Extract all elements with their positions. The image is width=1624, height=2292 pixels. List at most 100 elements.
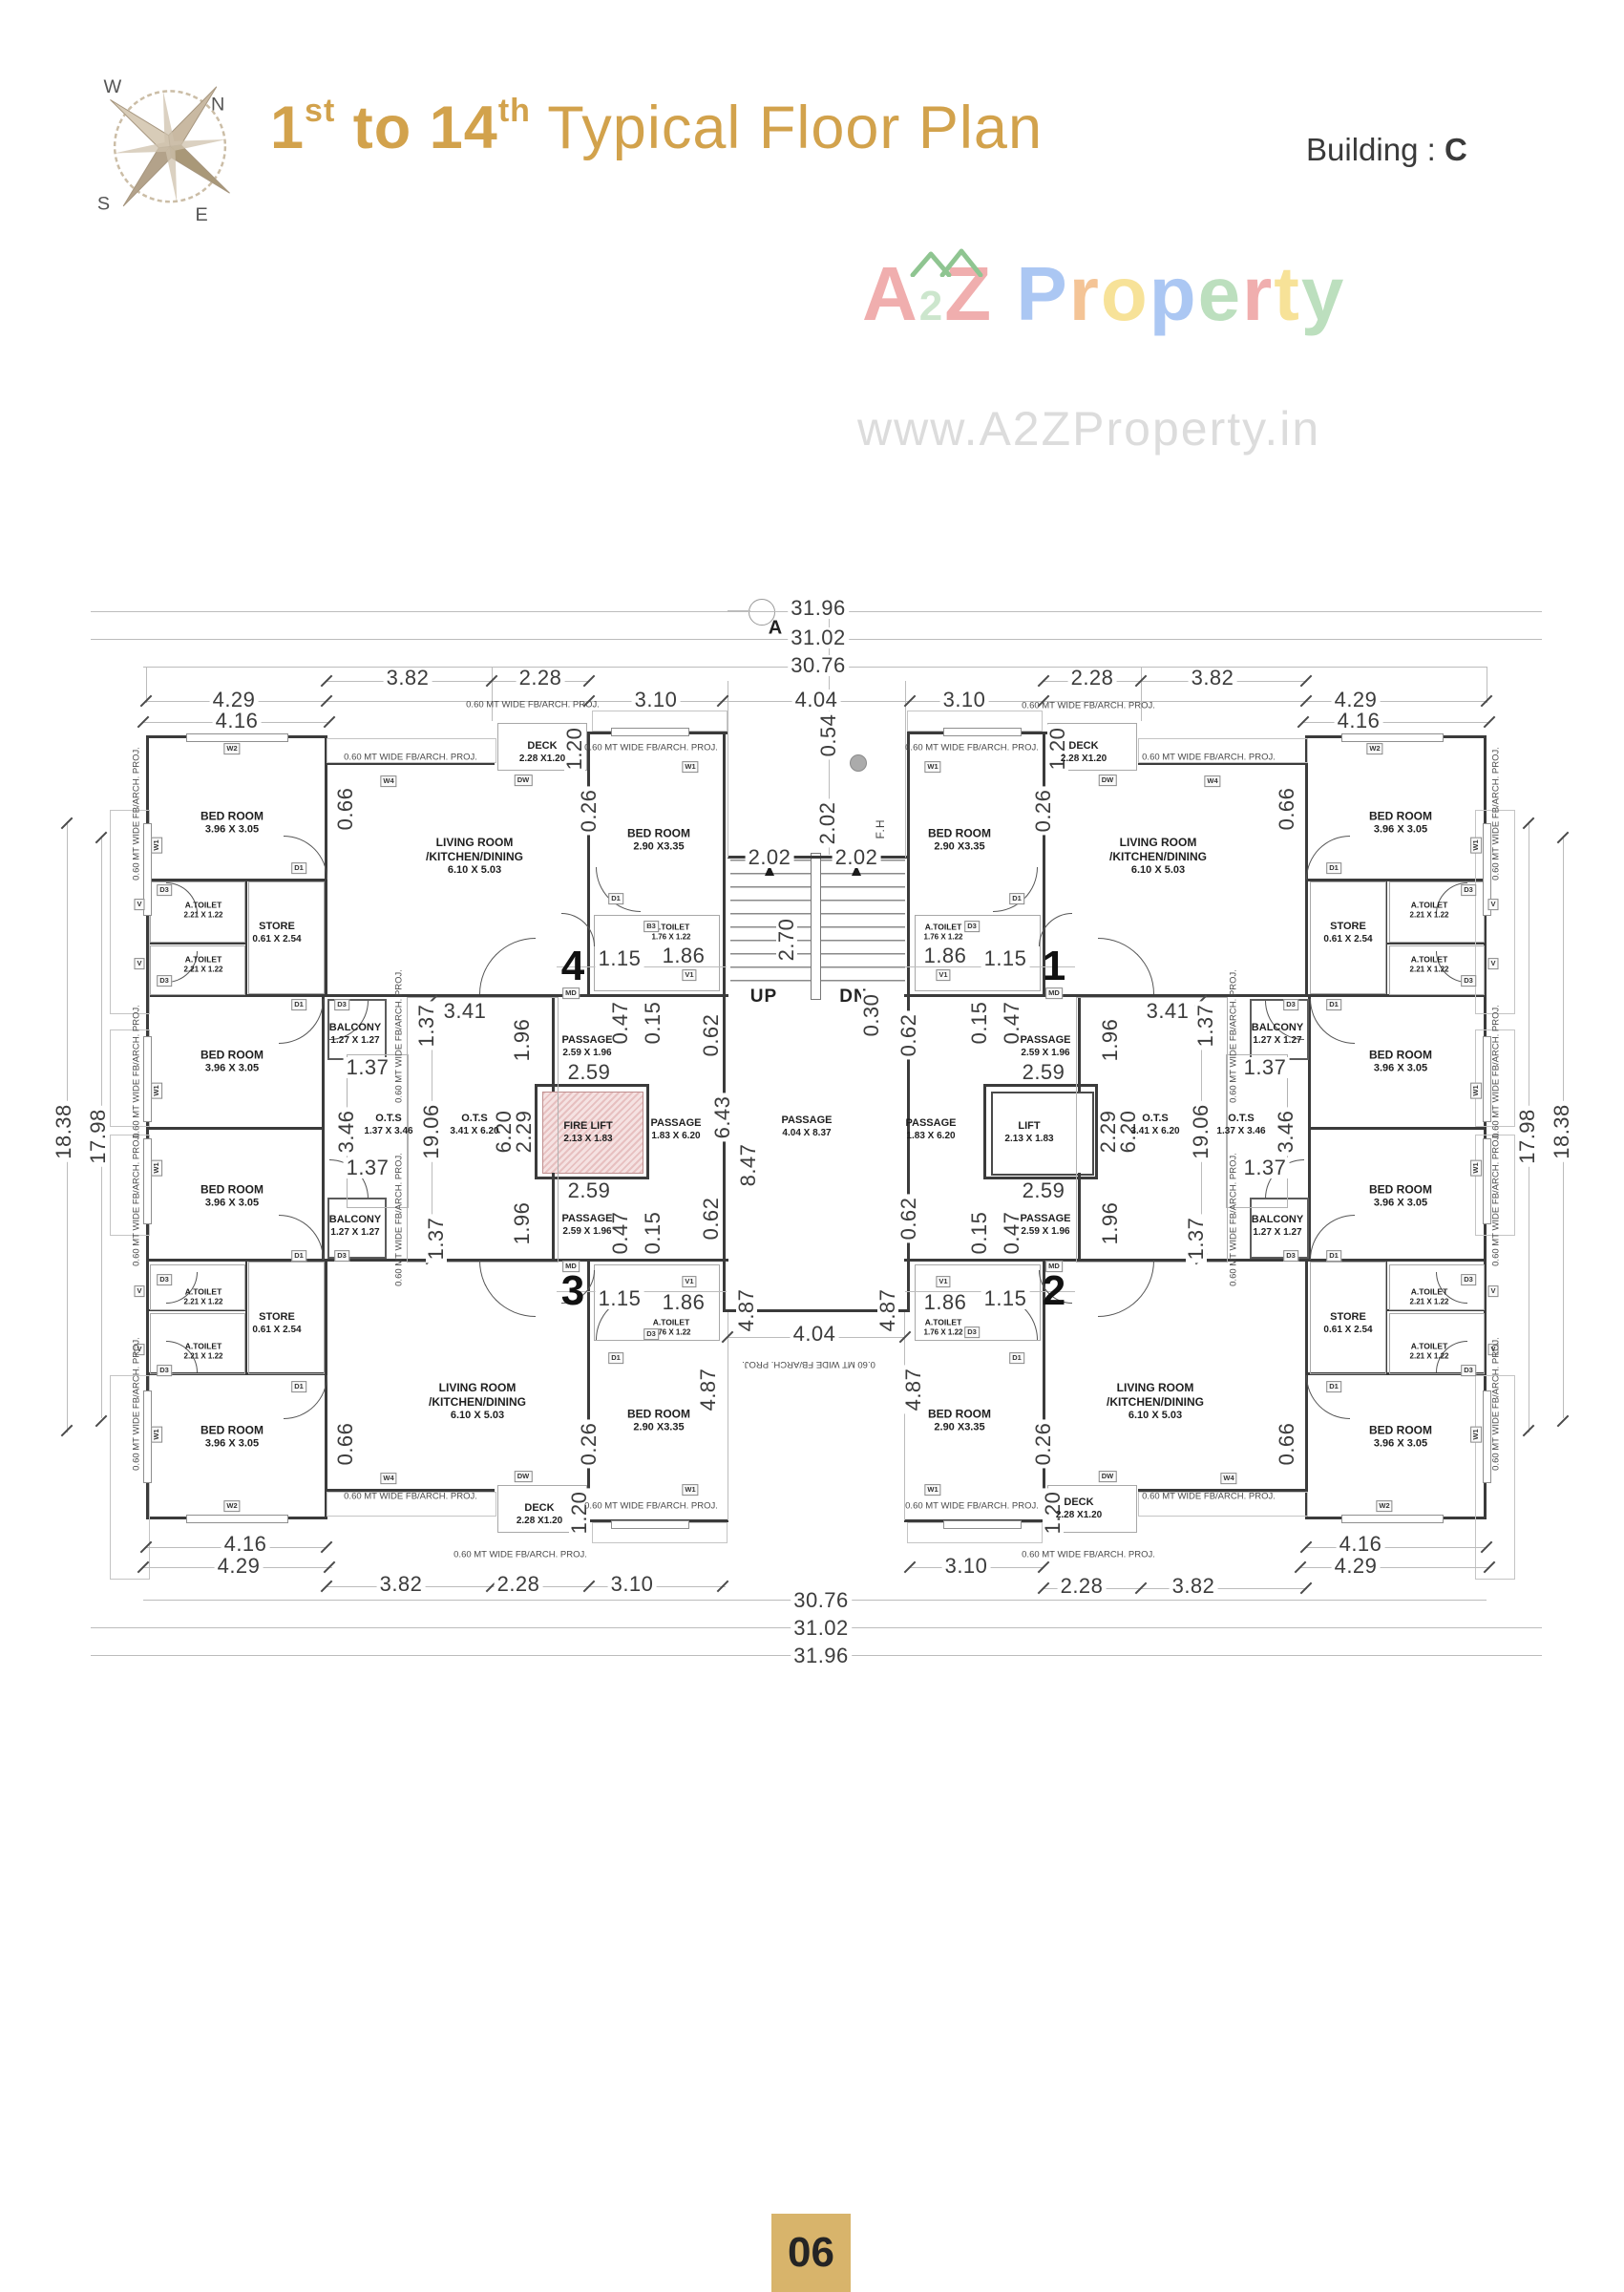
door-arc <box>479 938 536 994</box>
room-size: 3.96 X 3.05 <box>1373 1197 1428 1209</box>
projection-label: 0.60 MT WIDE FB/ARCH. PROJ. <box>1490 1337 1502 1471</box>
watermark-brand: A2Z Property <box>862 250 1345 338</box>
room-name: A.TOILET <box>184 1341 222 1351</box>
fixture-tag: D3 <box>643 1328 659 1340</box>
dim-label: 2.02 <box>832 847 881 868</box>
wall <box>325 1259 327 1519</box>
dim-label: 4.16 <box>221 1534 270 1555</box>
dim-label: 3.10 <box>607 1574 657 1595</box>
dim-label: 3.82 <box>1169 1576 1218 1597</box>
wall <box>552 1173 555 1262</box>
fixture-tag: W1 <box>1470 1159 1482 1177</box>
fixture-tag: D1 <box>1009 893 1024 904</box>
compass-s: S <box>97 193 110 214</box>
unit-number: 1 <box>1042 943 1066 989</box>
brand-letter: y <box>1300 251 1346 336</box>
fixture-tag: W2 <box>223 743 241 754</box>
fixture-tag: W1 <box>151 1426 162 1443</box>
projection-strip <box>1475 1135 1515 1236</box>
door-arc <box>596 867 641 912</box>
projection-label: 0.60 MT WIDE FB/ARCH. PROJ. <box>344 1491 477 1502</box>
fixture-tag: V1 <box>682 969 697 981</box>
fixture-tag: D1 <box>291 862 306 874</box>
room-name: A.TOILET <box>1410 1341 1448 1351</box>
brand-letter: o <box>1100 251 1149 336</box>
dim-label: 4.04 <box>790 1324 839 1345</box>
dim-label: 1.15 <box>595 1288 644 1309</box>
room-name: PASSAGE <box>561 1033 613 1046</box>
projection-label: 0.60 MT WIDE FB/ARCH. PROJ. <box>466 699 600 711</box>
fixture-tag: W1 <box>682 1484 699 1496</box>
wall <box>327 1489 495 1492</box>
fixture-tag: D3 <box>1461 1274 1476 1285</box>
unit-number: 3 <box>560 1267 585 1314</box>
room-name: O.T.S <box>1228 1112 1255 1124</box>
wall <box>1484 735 1487 1519</box>
wall <box>146 943 247 944</box>
fixture-tag: D1 <box>291 999 306 1010</box>
fixture-tag: W1 <box>151 1082 162 1099</box>
door-arc <box>993 867 1038 912</box>
room-size: 2.21 X 1.22 <box>1409 965 1449 974</box>
room-name: 6.10 X 5.03 <box>1130 864 1186 877</box>
dim-label: 0.54 <box>816 711 840 760</box>
page-number-badge: 06 <box>771 2214 851 2292</box>
dim-label: 4.29 <box>214 1556 264 1577</box>
room-size: 2.59 X 1.96 <box>1021 1225 1070 1237</box>
room-size: 2.28 X1.20 <box>1060 753 1107 764</box>
balcony-outline <box>1250 1198 1309 1259</box>
door-arc <box>1098 1261 1154 1317</box>
wall <box>1078 1173 1081 1262</box>
brand-letter: P <box>1016 251 1069 336</box>
building-label: Building : C <box>1306 132 1467 167</box>
room-outline <box>1310 881 1386 994</box>
wall <box>552 994 555 1092</box>
room-size: 2.21 X 1.22 <box>183 1297 223 1306</box>
room-size: 2.13 X 1.83 <box>1004 1133 1054 1144</box>
dim-label: 0.66 <box>1275 784 1298 834</box>
fixture-tag: D3 <box>157 884 172 896</box>
brand-letter: A <box>862 251 919 336</box>
room-size: 3.96 X 3.05 <box>204 823 260 836</box>
house-roof-icon <box>910 248 983 277</box>
dim-label: 2.02 <box>815 798 839 848</box>
dim-label: 4.29 <box>1331 690 1381 711</box>
fixture-tag: D3 <box>334 999 349 1010</box>
wall <box>146 1127 325 1130</box>
room-size: 0.61 X 2.54 <box>1323 1324 1373 1335</box>
dim-label: 1.86 <box>920 1292 970 1313</box>
fixture-tag: V <box>1487 1285 1499 1297</box>
wall <box>728 856 907 859</box>
room-size: 1.76 X 1.22 <box>651 932 691 942</box>
room-name: PASSAGE <box>1020 1212 1071 1224</box>
dim-label: 31.96 <box>788 598 849 619</box>
fixture-tag: W4 <box>380 775 397 787</box>
wall <box>327 762 495 765</box>
room-name: PASSAGE <box>650 1116 702 1129</box>
projection-strip <box>1138 738 1308 763</box>
room-name: A.TOILET <box>924 1317 962 1327</box>
dim-label: 2.28 <box>1067 668 1117 689</box>
dim-label: 0.62 <box>896 1010 920 1060</box>
wall <box>1308 1127 1487 1130</box>
room-name: O.T.S <box>461 1112 488 1124</box>
room-size: 2.28 X1.20 <box>1055 1509 1103 1520</box>
room-name: DECK <box>1064 1496 1094 1508</box>
room-name: /KITCHEN/DINING <box>1107 1395 1204 1410</box>
room-name: PASSAGE <box>905 1116 957 1129</box>
